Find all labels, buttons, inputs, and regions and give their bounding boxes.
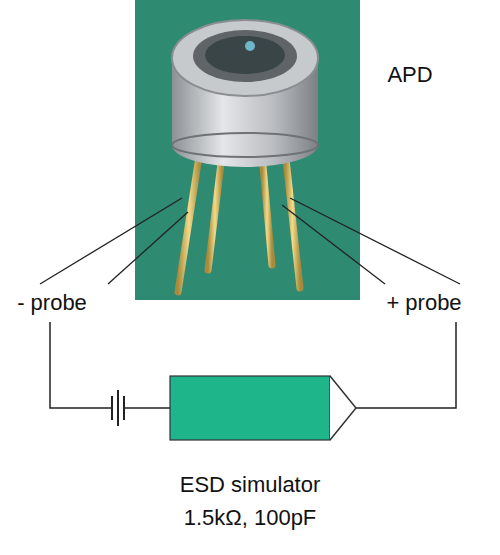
wire <box>50 322 112 408</box>
esd-gun-tip <box>330 376 356 440</box>
wire <box>124 407 170 409</box>
pin <box>285 150 300 288</box>
battery-plate <box>123 396 125 420</box>
part-label: APD <box>387 62 432 88</box>
window-ring <box>193 30 297 82</box>
leader-lines <box>40 198 460 284</box>
lens <box>245 41 255 51</box>
apd-can <box>172 20 318 167</box>
pin <box>208 155 222 270</box>
window <box>205 36 285 74</box>
leader-line <box>108 212 188 284</box>
device-label: ESD simulator <box>180 472 321 498</box>
can-flange <box>172 133 318 157</box>
apd-pins <box>178 150 300 292</box>
probe-label: + probe <box>386 290 461 316</box>
device-spec: 1.5kΩ, 100pF <box>184 505 317 531</box>
wire <box>356 322 456 408</box>
battery-plate <box>111 396 113 420</box>
esd-simulator-body <box>170 376 330 440</box>
probe-label: - probe <box>17 290 87 316</box>
can-top <box>172 20 318 96</box>
battery-symbol <box>112 390 124 426</box>
battery-plate <box>117 390 119 426</box>
pin <box>262 155 272 265</box>
leader-line <box>282 205 385 284</box>
pin <box>178 150 200 292</box>
leader-line <box>40 198 182 284</box>
photo-background <box>135 0 360 300</box>
leader-line <box>290 198 460 284</box>
